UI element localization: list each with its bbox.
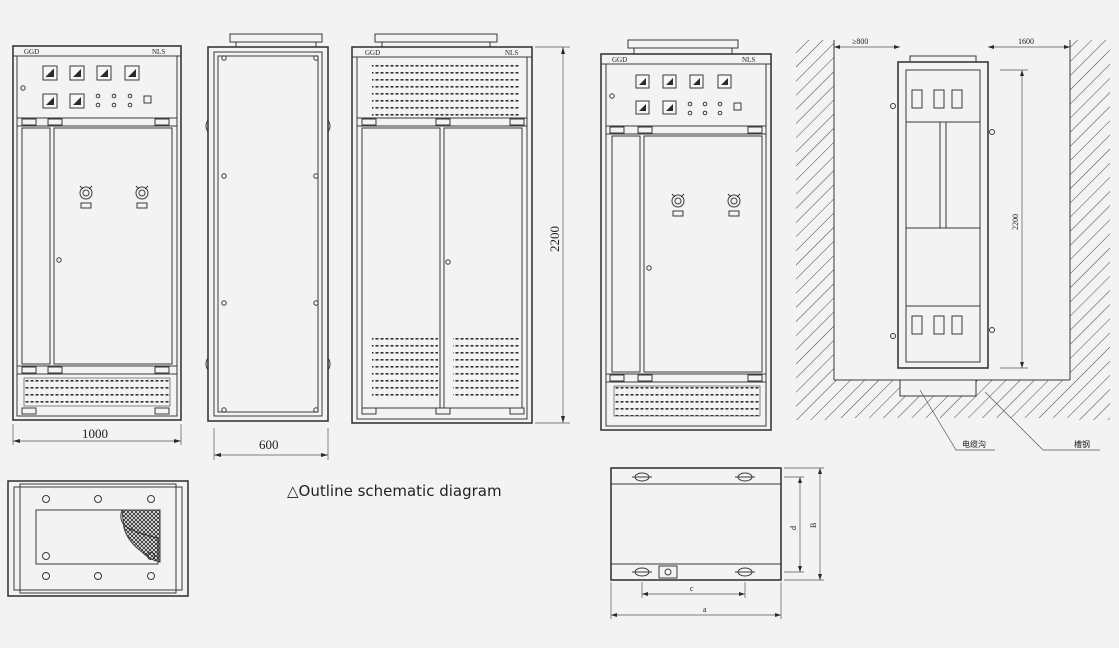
dim-B: B bbox=[809, 523, 818, 528]
installation-view: ≥800 1600 2200 电缆沟 槽钢 bbox=[796, 37, 1110, 451]
alt-brand-left: GGD bbox=[612, 56, 627, 64]
meter-panel bbox=[20, 65, 152, 109]
dim-clear-rear: 1600 bbox=[1018, 37, 1034, 46]
rotary-switch-1 bbox=[79, 185, 93, 209]
dim-d: d bbox=[789, 526, 798, 530]
brand-left-label: GGD bbox=[24, 48, 39, 56]
alt-brand-right: NLS bbox=[742, 56, 755, 64]
rear-brand-left: GGD bbox=[365, 49, 380, 57]
dim-a: a bbox=[703, 605, 707, 614]
label-channel-steel: 槽钢 bbox=[1074, 439, 1090, 449]
rotary-switch-2 bbox=[135, 185, 149, 209]
rear-brand-right: NLS bbox=[505, 49, 518, 57]
dim-clear-front: ≥800 bbox=[852, 37, 868, 46]
dim-c: c bbox=[690, 584, 694, 593]
base-plan-view: c a d B bbox=[610, 467, 824, 619]
front-view-alt: GGD NLS bbox=[600, 39, 772, 431]
dim-install-height: 2200 bbox=[1011, 214, 1020, 230]
brand-right-label: NLS bbox=[152, 48, 165, 56]
dim-front-width: 1000 bbox=[82, 426, 108, 441]
bottom-plan-view bbox=[7, 480, 189, 597]
diagram-caption: △Outline schematic diagram bbox=[287, 482, 502, 500]
dim-side-depth: 600 bbox=[259, 437, 279, 452]
front-view: GGD NLS bbox=[12, 45, 182, 445]
label-cable-trench: 电缆沟 bbox=[962, 439, 986, 449]
side-view: 600 bbox=[205, 33, 331, 460]
rear-view: GGD NLS 2200 bbox=[351, 33, 570, 424]
dim-height: 2200 bbox=[547, 226, 562, 252]
